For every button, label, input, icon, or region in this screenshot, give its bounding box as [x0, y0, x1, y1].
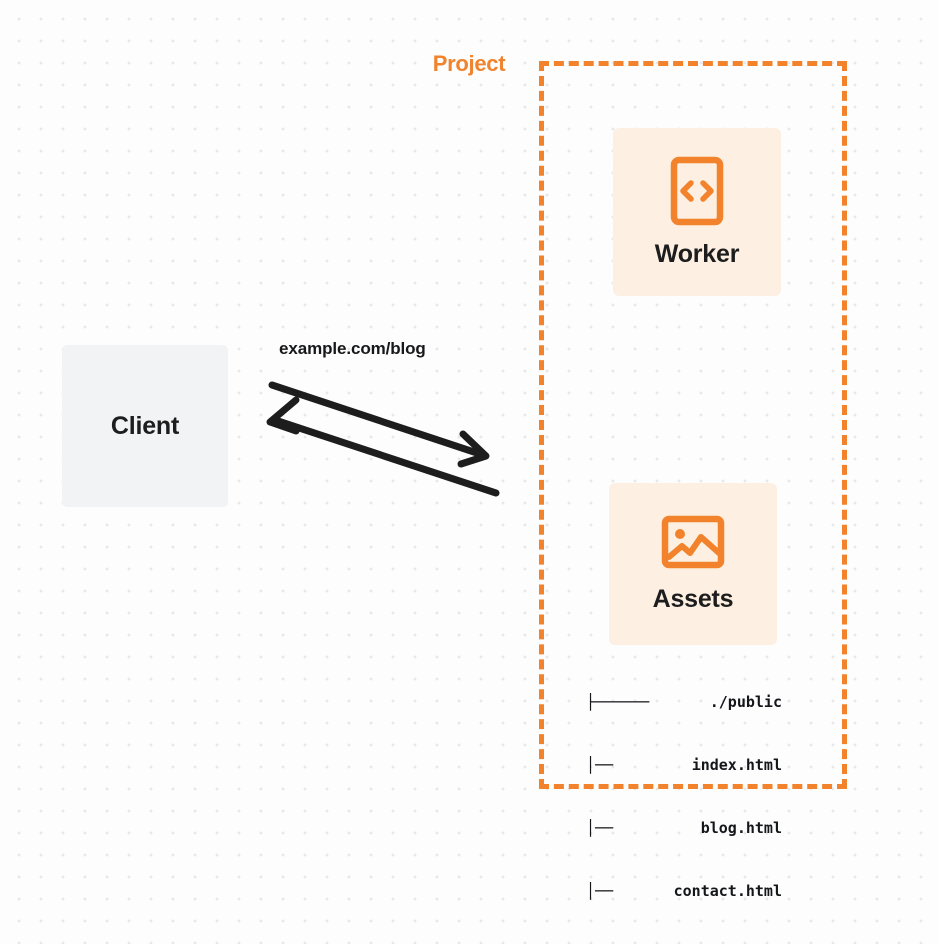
- service-card-worker[interactable]: Worker: [613, 128, 781, 296]
- project-container: [539, 61, 847, 789]
- tree-entry-name: ./public: [709, 693, 782, 711]
- diagram-canvas: Client example.com/blog Project Worker: [62, 51, 847, 900]
- assets-file-tree: ├────── ./public │── index.html │── blog…: [586, 650, 782, 944]
- service-label-worker: Worker: [654, 239, 740, 268]
- service-card-assets[interactable]: Assets: [609, 483, 777, 645]
- tree-entry-name: index.html: [691, 756, 782, 774]
- service-label-assets: Assets: [652, 584, 734, 613]
- tree-branch: │──: [586, 819, 614, 837]
- file-tree-row: │── index.html: [586, 755, 782, 776]
- client-label: Client: [110, 411, 180, 440]
- edge-label-url: example.com/blog: [279, 339, 426, 358]
- tree-branch: │──: [586, 756, 614, 774]
- image-icon: [661, 515, 725, 568]
- response-arrow-icon: [266, 396, 500, 497]
- file-tree-row: │── contact.html: [586, 881, 782, 902]
- file-tree-row: │── blog.html: [586, 818, 782, 839]
- file-tree-row: ├────── ./public: [586, 692, 782, 713]
- tree-entry-name: contact.html: [673, 882, 782, 900]
- tree-entry-name: blog.html: [700, 819, 782, 837]
- project-title: Project: [425, 51, 513, 77]
- code-brackets-icon: [670, 156, 724, 225]
- request-arrow-icon: [268, 381, 490, 468]
- tree-branch: ├──────: [586, 693, 650, 711]
- client-node[interactable]: Client: [62, 345, 228, 507]
- tree-branch: │──: [586, 882, 614, 900]
